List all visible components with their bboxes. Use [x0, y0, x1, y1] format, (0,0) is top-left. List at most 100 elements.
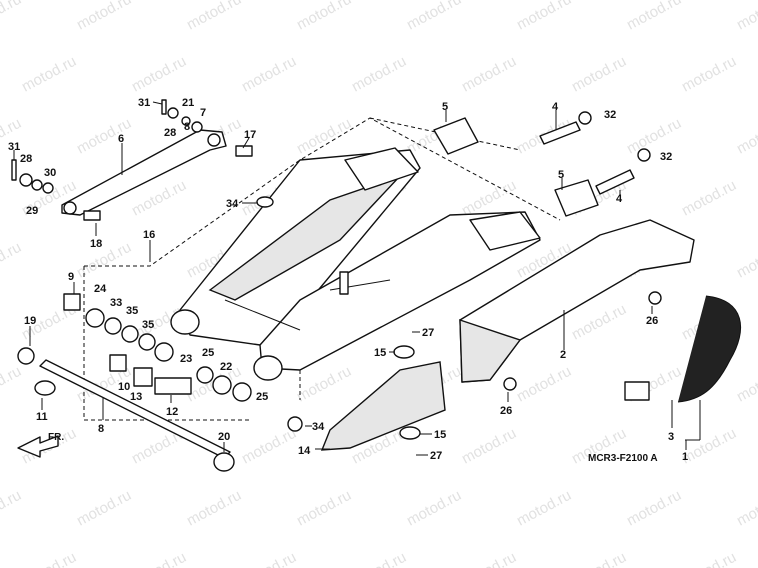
watermark-text: motod.ru	[74, 115, 134, 158]
callout-31-left: 31	[8, 141, 20, 153]
callout-27: 27	[422, 327, 434, 339]
watermark-text: motod.ru	[294, 0, 354, 34]
callout-11: 11	[36, 411, 48, 423]
callout-32-b: 32	[660, 151, 672, 163]
watermark-text: motod.ru	[624, 0, 684, 34]
watermark-text: motod.ru	[74, 239, 134, 282]
callout-18: 18	[90, 238, 102, 250]
watermark-text: motod.ru	[404, 0, 464, 34]
watermark-text: motod.ru	[569, 53, 629, 96]
watermark-text: motod.ru	[19, 53, 79, 96]
watermark-text: motod.ru	[239, 425, 299, 468]
front-marker-label: FR.	[48, 432, 64, 443]
callout-35: 35	[126, 305, 138, 317]
watermark-text: motod.ru	[19, 549, 79, 568]
bearings-spacers[interactable]	[63, 293, 252, 402]
watermark-text: motod.ru	[514, 0, 574, 34]
callout-12: 12	[166, 406, 178, 418]
callout-26-b: 26	[500, 405, 512, 417]
watermark-text: motod.ru	[349, 549, 409, 568]
watermark-text: motod.ru	[459, 53, 519, 96]
callout-2: 2	[560, 349, 566, 361]
watermark-text: motod.ru	[624, 115, 684, 158]
callout-26: 26	[646, 315, 658, 327]
chain-adjusters[interactable]	[433, 111, 651, 217]
callout-34-b: 34	[312, 421, 325, 433]
watermark-text: motod.ru	[294, 115, 354, 158]
watermark-text: motod.ru	[514, 363, 574, 406]
watermark-text: motod.ru	[0, 0, 24, 34]
callout-7: 7	[200, 107, 206, 119]
leader-lines	[13, 101, 701, 456]
callout-33: 33	[110, 297, 122, 309]
callout-34: 34	[226, 198, 239, 210]
watermark-text: motod.ru	[734, 363, 758, 406]
watermark-text: motod.ru	[624, 487, 684, 530]
callout-35-b: 35	[142, 319, 154, 331]
watermark-text: motod.ru	[459, 425, 519, 468]
torque-rod[interactable]	[61, 129, 227, 216]
callout-25-b: 25	[256, 391, 268, 403]
watermark-text: motod.ru	[74, 487, 134, 530]
watermark-text: motod.ru	[679, 177, 739, 220]
callout-8: 8	[98, 423, 104, 435]
callout-5: 5	[442, 101, 448, 113]
callout-19: 19	[24, 315, 36, 327]
watermark-text: motod.ru	[734, 487, 758, 530]
callout-labels: 31 21 7 28 8 6 17 31 28 30 29 18 34 16 9…	[8, 97, 688, 463]
callout-14: 14	[298, 445, 311, 457]
watermark-text: motod.ru	[0, 363, 24, 406]
callout-27-b: 27	[430, 450, 442, 462]
callout-4-b: 4	[616, 193, 623, 205]
watermark-text: motod.ru	[569, 301, 629, 344]
callout-5-b: 5	[558, 169, 564, 181]
callout-28: 28	[164, 127, 176, 139]
watermark-text: motod.ru	[294, 487, 354, 530]
watermark-text: motod.ru	[184, 487, 244, 530]
watermark-text: motod.ru	[184, 0, 244, 34]
callout-28-left: 28	[20, 153, 32, 165]
callout-16: 16	[143, 229, 155, 241]
callout-24: 24	[94, 283, 107, 295]
callout-15: 15	[374, 347, 386, 359]
front-arrow: FR.	[17, 432, 64, 458]
watermark-text: motod.ru	[734, 0, 758, 34]
callout-17: 17	[244, 129, 256, 141]
watermark-text: motod.ru	[129, 53, 189, 96]
callout-1: 1	[682, 451, 688, 463]
watermark-text: motod.ru	[679, 549, 739, 568]
watermark-text: motod.ru	[239, 53, 299, 96]
callout-25: 25	[202, 347, 214, 359]
watermark-text: motod.ru	[349, 53, 409, 96]
callout-30: 30	[44, 167, 56, 179]
callout-3: 3	[668, 431, 674, 443]
watermark-text: motod.ru	[569, 549, 629, 568]
callout-21: 21	[182, 97, 194, 109]
callout-15-b: 15	[434, 429, 446, 441]
watermark-text: motod.ru	[404, 487, 464, 530]
callout-6: 6	[118, 133, 124, 145]
swingarm[interactable]	[170, 147, 541, 381]
watermark-text: motod.ru	[459, 549, 519, 568]
callout-9: 9	[68, 271, 74, 283]
callout-8-small: 8	[184, 121, 190, 133]
watermark-text: motod.ru	[514, 487, 574, 530]
diagram-code: MCR3-F2100 A	[588, 453, 658, 464]
watermark-text: motod.ru	[239, 549, 299, 568]
pivot-axle[interactable]	[17, 347, 235, 472]
chain-slider[interactable]	[256, 196, 517, 451]
watermark-text: motod.ru	[0, 239, 24, 282]
watermark-text: motod.ru	[734, 239, 758, 282]
callout-23: 23	[180, 353, 192, 365]
callout-29: 29	[26, 205, 38, 217]
chain-case[interactable]	[459, 219, 695, 383]
callout-22: 22	[220, 361, 232, 373]
watermark-text: motod.ru	[734, 115, 758, 158]
callout-32: 32	[604, 109, 616, 121]
callout-10: 10	[118, 381, 130, 393]
drive-chain[interactable]	[624, 295, 742, 403]
callout-13: 13	[130, 391, 142, 403]
watermark-text: motod.ru	[0, 487, 24, 530]
callout-20: 20	[218, 431, 230, 443]
